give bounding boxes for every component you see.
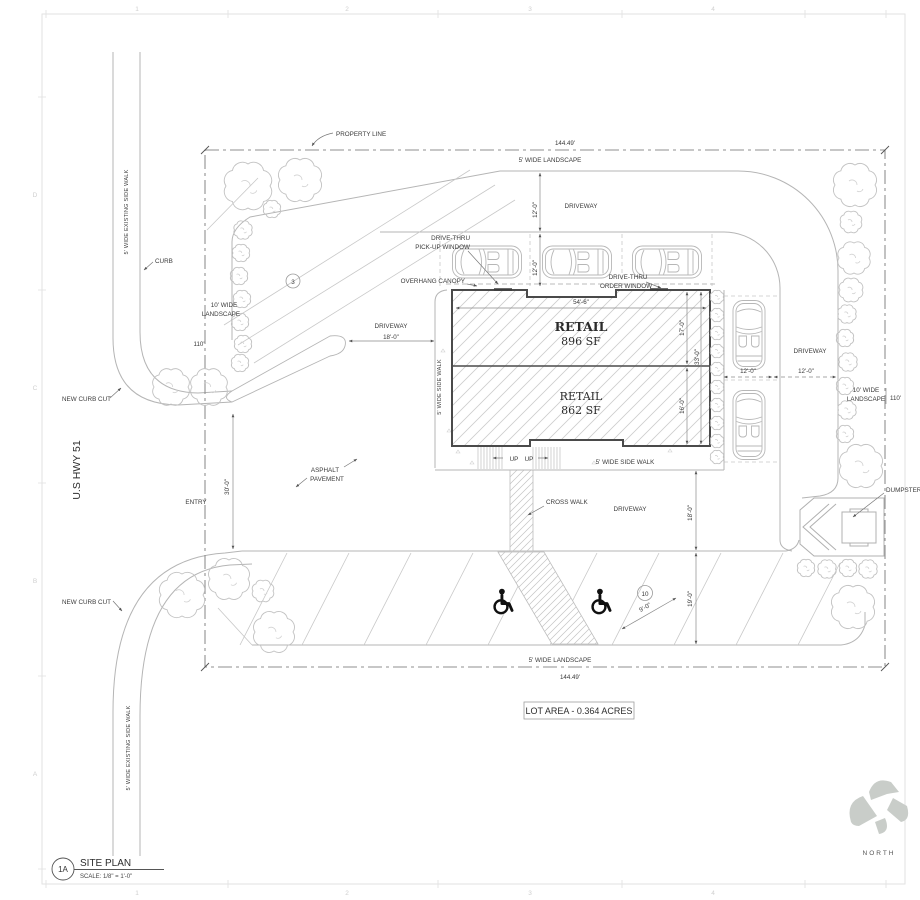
label-asphalt-2: PAVEMENT (310, 476, 344, 483)
label-retail-2-area: 862 SF (561, 404, 601, 417)
dim-12-lane: 12'-0" (532, 260, 539, 276)
north-arrow-logo: NORTH (849, 780, 909, 857)
lot-area-text: LOT AREA - 0.364 ACRES (526, 706, 633, 716)
label-driveway-top: DRIVEWAY (565, 203, 599, 210)
detail-ref: 1A (58, 865, 68, 874)
property-line (200, 145, 890, 672)
label-drive-thru-pickup-2: PICK-UP WINDOW (415, 244, 470, 251)
sheet-title: SITE PLAN (80, 858, 131, 869)
label-asphalt-1: ASPHALT (311, 467, 339, 474)
badge-parking-stalls: 10 (641, 591, 649, 598)
label-existing-sidewalk-lower: 5' WIDE EXISTING SIDE WALK (126, 705, 132, 790)
car (542, 245, 612, 279)
label-dumpster: DUMPSTER (886, 487, 920, 494)
label-up-1: UP (510, 456, 519, 463)
curbs (206, 169, 866, 646)
label-landscape-5-bottom: 5' WIDE LANDSCAPE (529, 657, 592, 664)
grid-col-4: 4 (711, 6, 715, 13)
label-entry: ENTRY (185, 499, 207, 506)
label-sidewalk-5-left: 5' WIDE SIDE WALK (437, 359, 443, 415)
annotations: PROPERTY LINE 5' WIDE LANDSCAPE DRIVEWAY… (62, 131, 920, 664)
label-new-curb-cut-lower: NEW CURB CUT (62, 599, 111, 606)
label-curb: CURB (155, 258, 173, 265)
dimensions: 144.49' 144.49' 12'-0" 12'-0" 54'-6" 17'… (193, 140, 901, 681)
dim-16: 16'-0" (679, 398, 686, 414)
dim-12-driveway-top: 12'-0" (532, 202, 539, 218)
label-drive-thru-order-1: DRIVE-THRU (609, 274, 648, 281)
label-us-hwy-51: U.S HWY 51 (71, 440, 83, 499)
north-label: NORTH (863, 850, 896, 857)
dim-54-6: 54'-6" (573, 299, 589, 306)
dim-12-driveway-right: 12'-0" (798, 368, 814, 375)
label-new-curb-cut-upper: NEW CURB CUT (62, 396, 111, 403)
dim-30-entry: 30'-0" (224, 479, 231, 495)
car (732, 390, 766, 460)
label-landscape-10-left-1: 10' WIDE (211, 302, 237, 309)
label-property-line: PROPERTY LINE (336, 131, 386, 138)
label-driveway-right: DRIVEWAY (794, 348, 828, 355)
label-retail-1-area: 896 SF (561, 335, 601, 348)
dim-lot-width-bottom: 144.49' (560, 674, 580, 681)
grid-col-1b: 1 (135, 890, 139, 897)
grid-col-3b: 3 (528, 890, 532, 897)
dumpster-enclosure (799, 497, 885, 557)
dim-110-left: 110' (193, 341, 204, 348)
label-retail-2: RETAIL (560, 390, 603, 403)
handicap-icon (493, 587, 514, 615)
label-existing-sidewalk-upper: 5' WIDE EXISTING SIDE WALK (124, 169, 130, 254)
dim-33: 33'-0" (694, 349, 701, 365)
stairs: UP UP (477, 447, 561, 469)
grid-row-c: C (33, 385, 38, 392)
dim-12-stall: 12'-0" (740, 368, 756, 375)
label-drive-thru-order-2: ORDER WINDOW (600, 283, 652, 290)
label-cross-walk: CROSS WALK (546, 499, 589, 506)
grid-col-1: 1 (135, 6, 139, 13)
badge-angled-stalls: 3 (291, 279, 295, 286)
label-drive-thru-pickup-1: DRIVE-THRU (431, 235, 470, 242)
grid-col-3: 3 (528, 6, 532, 13)
label-retail-1: RETAIL (555, 319, 608, 334)
dim-17: 17'-0" (679, 320, 686, 336)
dim-19-right: 19'-0" (687, 591, 694, 607)
label-driveway-left: DRIVEWAY (375, 323, 409, 330)
crosswalk (497, 469, 599, 645)
label-landscape-10-right-2: LANDSCAPE (847, 396, 885, 403)
dim-9-stall: 9'-0" (638, 602, 652, 614)
grid-col-2: 2 (345, 6, 349, 13)
road-us-hwy-51: 5' WIDE EXISTING SIDE WALK 5' WIDE EXIST… (71, 52, 253, 856)
label-driveway-mid: DRIVEWAY (614, 506, 648, 513)
label-up-2: UP (525, 456, 534, 463)
grid-row-d: D (33, 192, 38, 199)
lot-area-note: LOT AREA - 0.364 ACRES (523, 701, 635, 720)
handicap-icon (591, 587, 612, 615)
label-sidewalk-5-bottom: 5' WIDE SIDE WALK (596, 459, 656, 466)
retail-building: RETAIL 896 SF RETAIL 862 SF (434, 283, 725, 471)
dim-18-left: 18'-0" (383, 334, 399, 341)
grid-frame: 1 2 3 4 1 2 3 4 D C B A (33, 6, 906, 897)
sheet-scale: SCALE: 1/8" = 1'-0" (80, 874, 132, 880)
title-block: 1A SITE PLAN SCALE: 1/8" = 1'-0" (51, 857, 164, 881)
dim-18-right: 18'-0" (687, 505, 694, 521)
grid-col-2b: 2 (345, 890, 349, 897)
car (732, 300, 766, 370)
grid-row-a: A (33, 771, 38, 778)
label-landscape-5-top: 5' WIDE LANDSCAPE (519, 157, 582, 164)
label-overhang-canopy: OVERHANG CANOPY (401, 278, 466, 285)
label-landscape-10-left-2: LANDSCAPE (202, 311, 240, 318)
label-landscape-10-right-1: 10' WIDE (853, 387, 879, 394)
grid-row-b: B (33, 578, 37, 585)
grid-col-4b: 4 (711, 890, 715, 897)
dim-lot-width-top: 144.49' (555, 140, 575, 147)
dim-110-right: 110' (890, 395, 901, 402)
